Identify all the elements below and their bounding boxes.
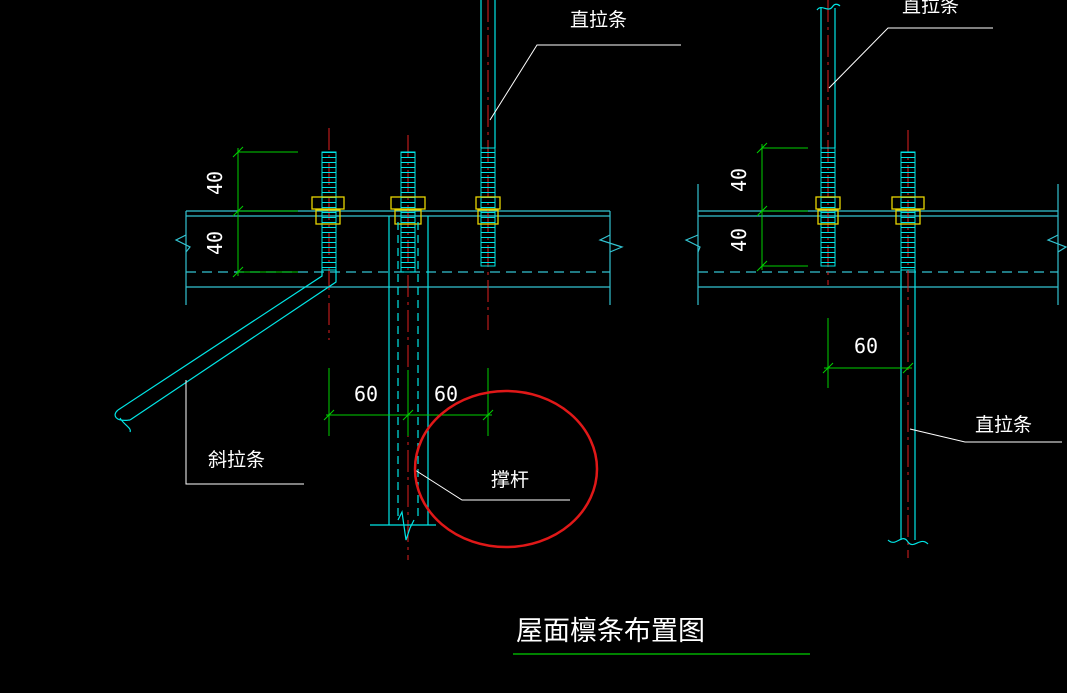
label-straight-tie-top-left: 直拉条: [570, 9, 627, 31]
nuts-right: [815, 196, 925, 225]
threaded-rod-2: [400, 151, 416, 273]
strut: [370, 216, 436, 541]
label-strut: 撑杆: [491, 469, 529, 491]
right-break-mark: [598, 234, 624, 253]
right-centerlines: [827, 0, 909, 558]
left-detail: 40 40 60 60 直拉条 斜拉条 撑杆: [114, 0, 681, 560]
right-detail: 40 40 60 直拉条 直拉条: [684, 0, 1067, 558]
dimension-60-right-offset: 60: [854, 334, 878, 358]
left-centerlines: [328, 0, 489, 560]
drawing-title: 屋面檩条布置图: [516, 616, 705, 647]
diagonal-tie-rod: [114, 270, 337, 433]
right-dimension-lines: [756, 142, 914, 388]
highlight-circle: [413, 389, 599, 549]
left-leaders: [185, 44, 681, 501]
right-purlin: [684, 184, 1067, 305]
label-diagonal-tie: 斜拉条: [208, 449, 265, 471]
dimension-60-strut-left: 60: [354, 382, 378, 406]
drawing-title-block: 屋面檩条布置图: [513, 616, 810, 655]
threaded-rod-3: [480, 0, 496, 267]
threaded-rod-1: [321, 151, 337, 271]
dimension-40-right-upper: 40: [727, 168, 751, 192]
right-threaded-rod-2: [887, 151, 929, 546]
right-panel-left-break-mark: [684, 234, 701, 253]
right-panel-right-break-mark: [1046, 234, 1067, 253]
left-break-mark: [174, 234, 191, 253]
right-leaders: [828, 27, 1062, 443]
label-straight-tie-top-right: 直拉条: [902, 0, 959, 17]
label-straight-tie-right: 直拉条: [975, 414, 1032, 436]
nuts-left: [311, 196, 501, 225]
dimension-40-right-lower: 40: [727, 228, 751, 252]
dimension-40-left-lower: 40: [203, 231, 227, 255]
right-threaded-rod-1: [816, 3, 841, 267]
dimension-60-strut-right: 60: [434, 382, 458, 406]
left-dimension-lines: [232, 146, 494, 436]
dimension-40-left-upper: 40: [203, 171, 227, 195]
left-purlin: [174, 210, 624, 305]
